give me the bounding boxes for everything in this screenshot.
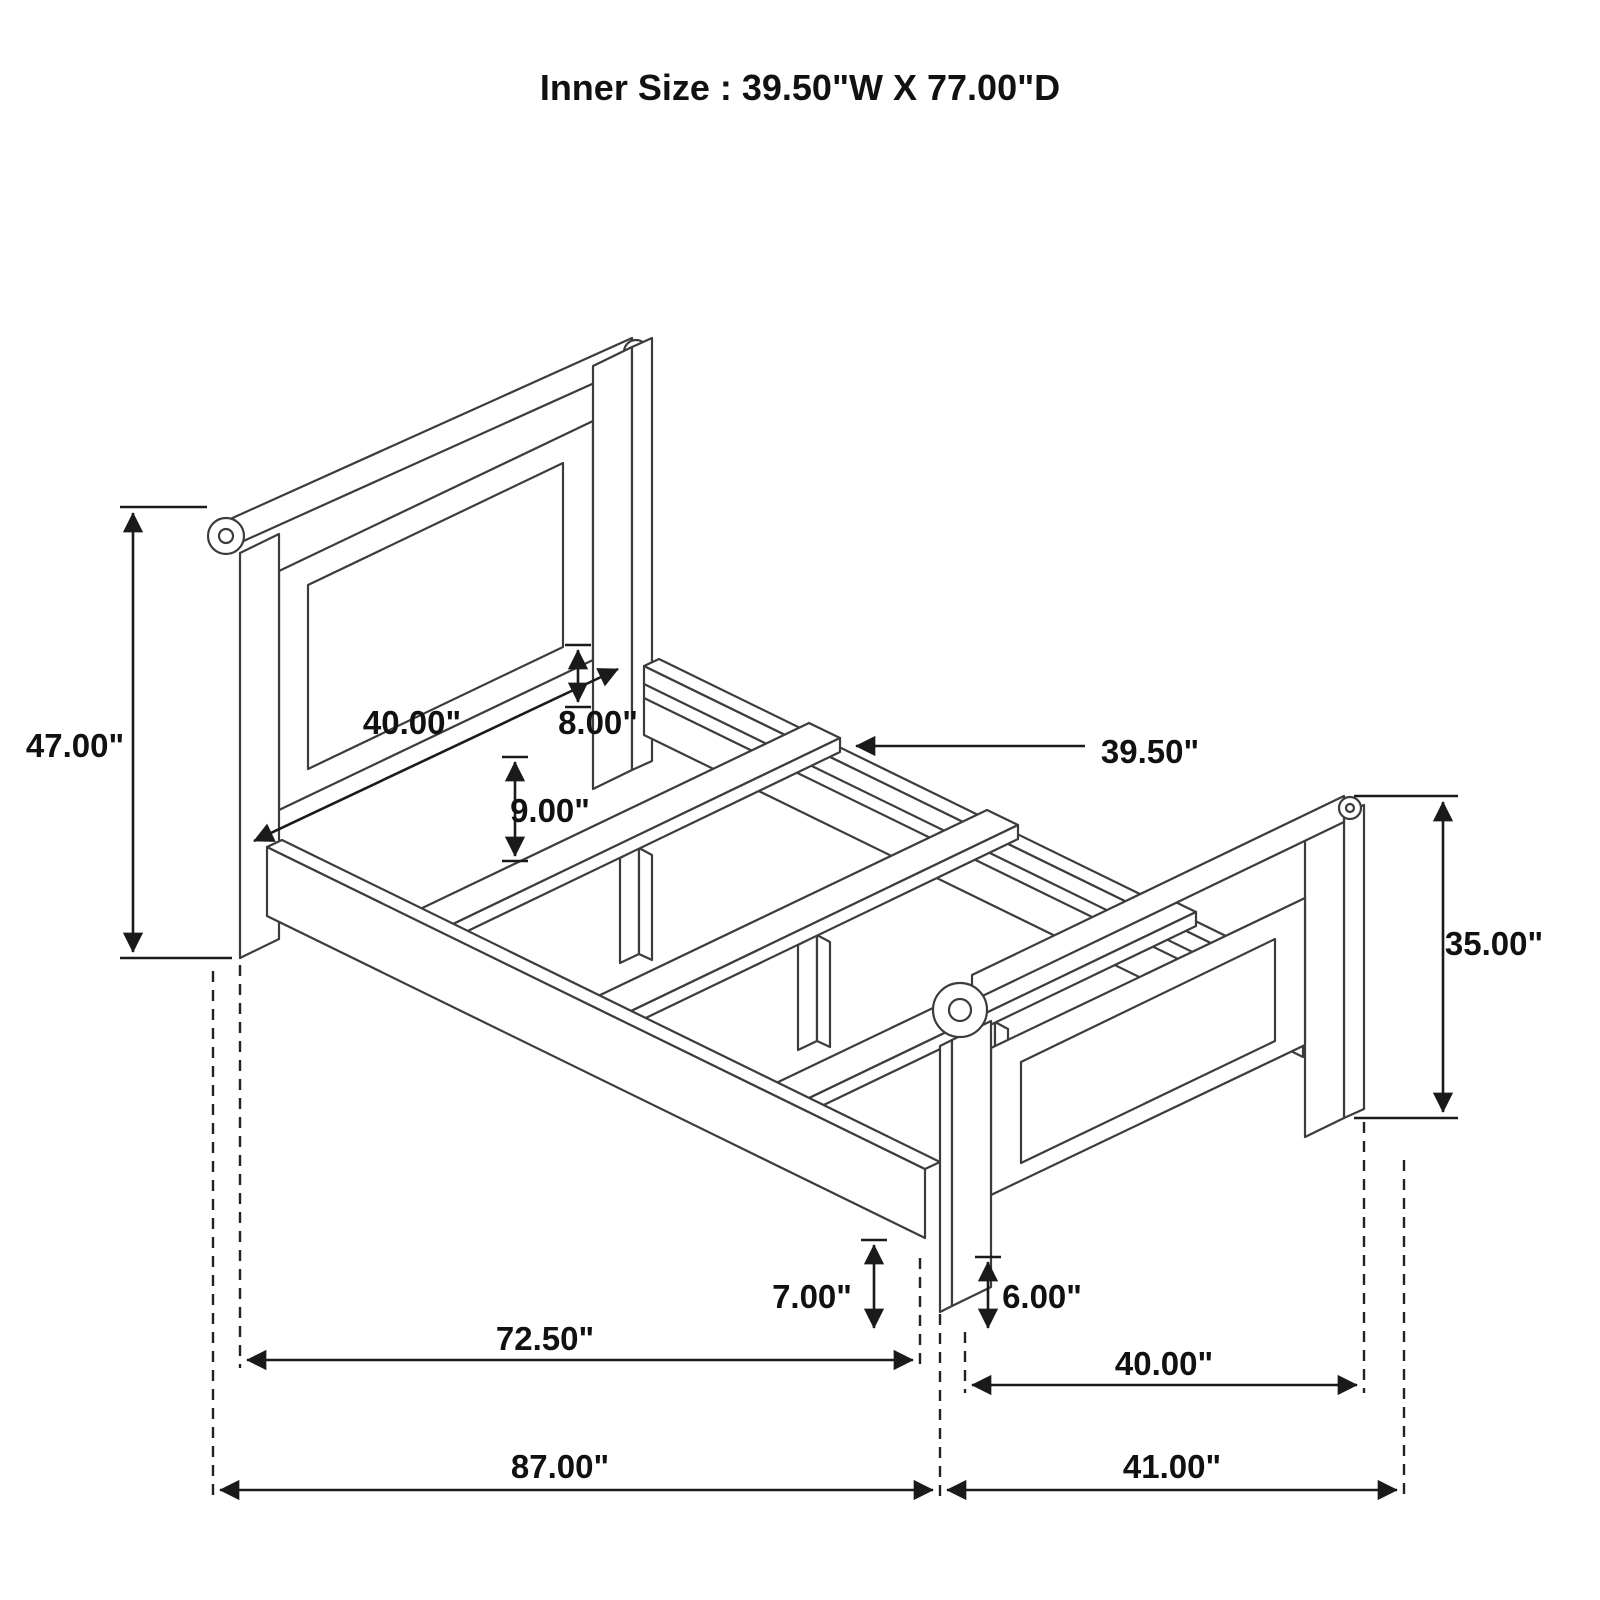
label-rail-length: 72.50"	[496, 1320, 594, 1357]
near-side-rail	[265, 838, 942, 1240]
bed-drawing	[206, 336, 1366, 1314]
footboard-near-post	[950, 1019, 993, 1308]
footboard-far-scroll-inner	[1344, 802, 1356, 814]
label-support-leg-height: 9.00"	[510, 792, 590, 829]
label-rail-height: 8.00"	[558, 704, 638, 741]
label-footboard-height: 35.00"	[1445, 925, 1543, 962]
dimension-lines	[120, 505, 1458, 1501]
headboard-left-scroll-inner	[217, 527, 235, 545]
labels: Inner Size : 39.50"W X 77.00"D 47.00" 40…	[26, 67, 1543, 1485]
footboard-near-scroll	[931, 981, 989, 1039]
label-headboard-height: 47.00"	[26, 727, 124, 764]
footboard-near-scroll-inner	[947, 997, 973, 1023]
footboard-far-post-side	[1342, 803, 1366, 1120]
dim-headboard-width-arrow	[253, 667, 619, 843]
footboard-near-post-side	[938, 1038, 954, 1314]
diagram-title: Inner Size : 39.50"W X 77.00"D	[540, 67, 1060, 108]
headboard-right-post-side	[630, 336, 654, 772]
footboard-far-scroll	[1337, 795, 1363, 821]
label-front-leg-height: 7.00"	[772, 1278, 852, 1315]
label-overall-length: 87.00"	[511, 1448, 609, 1485]
headboard-left-scroll	[206, 516, 246, 556]
label-under-clearance: 6.00"	[1002, 1278, 1082, 1315]
footboard	[931, 794, 1366, 1314]
label-inner-width: 39.50"	[1101, 733, 1199, 770]
footboard-far-post	[1303, 812, 1346, 1139]
label-footboard-width: 40.00"	[1115, 1345, 1213, 1382]
label-overall-width: 41.00"	[1123, 1448, 1221, 1485]
label-headboard-width: 40.00"	[363, 704, 461, 741]
extension-lines	[211, 965, 1406, 1500]
footboard-panel-inset	[1019, 937, 1277, 1165]
